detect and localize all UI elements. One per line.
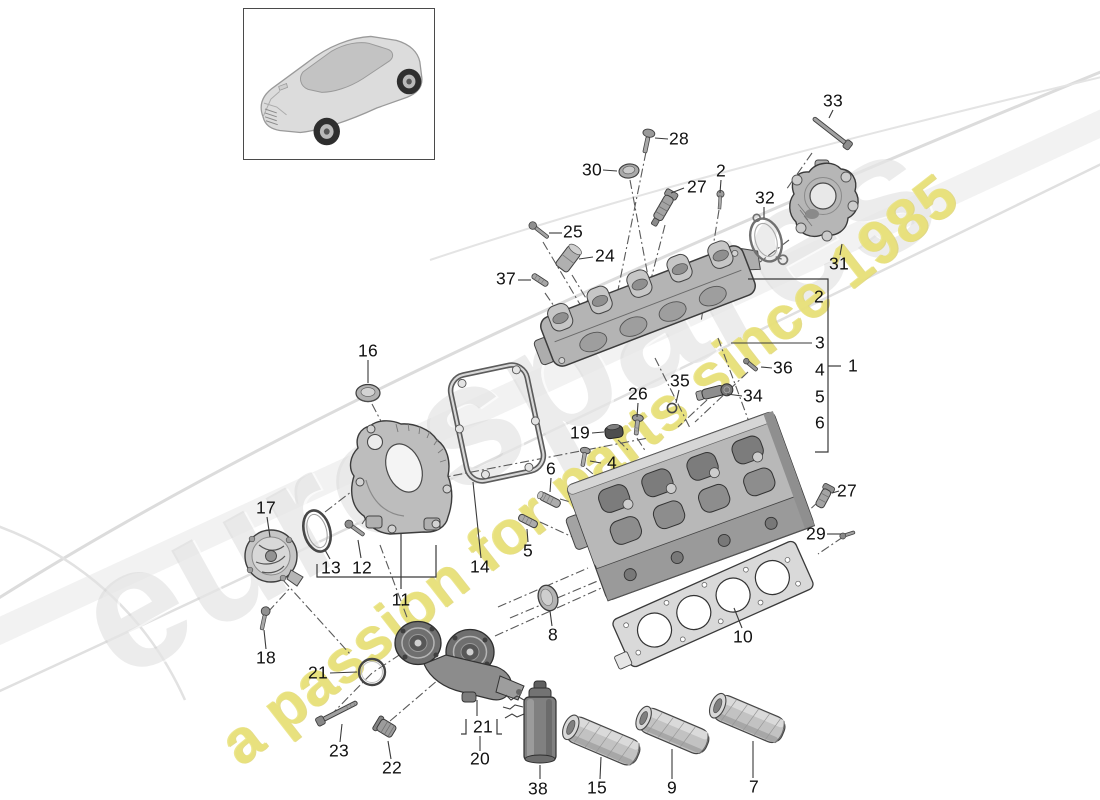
stud-5-left-part (518, 513, 538, 529)
part-callout-33[interactable]: 33 (822, 90, 844, 111)
part-callout-19[interactable]: 19 (569, 422, 591, 443)
part-callout-12[interactable]: 12 (351, 557, 373, 578)
tappet-24-part (555, 243, 582, 273)
bolt-18-part (259, 606, 271, 631)
stud-6-left-part (537, 490, 561, 508)
plug-27-top-part (651, 188, 679, 227)
part-callout-17[interactable]: 17 (255, 497, 277, 518)
grommet-19-part (604, 423, 624, 440)
part-callout-23[interactable]: 23 (328, 740, 350, 761)
leader-lines (263, 109, 843, 780)
part-callout-4-left[interactable]: 4 (606, 452, 618, 473)
part-callout-27-right[interactable]: 27 (836, 480, 858, 501)
cap-16-part (355, 383, 381, 403)
plug-22-part (372, 715, 397, 738)
part-callout-34[interactable]: 34 (742, 385, 764, 406)
o-ring-35-part (666, 402, 678, 414)
part-callout-2-top[interactable]: 2 (715, 160, 727, 181)
cam-control-housing-part (789, 159, 859, 242)
bolt-29-part (839, 530, 856, 540)
part-callout-9[interactable]: 9 (666, 777, 678, 798)
part-callout-1[interactable]: 1 (847, 355, 859, 376)
assembly-sleeve-7-part (708, 692, 786, 744)
part-callout-13[interactable]: 13 (320, 557, 342, 578)
part-callout-6-left[interactable]: 6 (545, 458, 557, 479)
assembly-sleeve-15-part (562, 714, 641, 766)
cam-adjuster-unit-part (394, 620, 525, 703)
seal-plug-8-part (537, 584, 559, 612)
part-callout-29[interactable]: 29 (805, 523, 827, 544)
part-callout-38[interactable]: 38 (527, 778, 549, 799)
part-callout-24[interactable]: 24 (594, 245, 616, 266)
sealing-ring-part (302, 509, 332, 553)
cap-30-part (618, 163, 640, 179)
bolt-12-part (344, 519, 365, 537)
bolt-25-part (528, 221, 549, 239)
bolt-28-part (642, 128, 656, 154)
part-callout-36[interactable]: 36 (772, 357, 794, 378)
stud-37-part (531, 273, 549, 287)
part-callout-32[interactable]: 32 (754, 187, 776, 208)
head-gasket-part (612, 540, 814, 670)
part-callout-31[interactable]: 31 (828, 253, 850, 274)
part-callout-25[interactable]: 25 (562, 221, 584, 242)
part-callout-27-top[interactable]: 27 (686, 176, 708, 197)
part-callout-16[interactable]: 16 (357, 340, 379, 361)
bolt-33-part (812, 116, 853, 151)
part-callout-5-list[interactable]: 5 (814, 386, 826, 407)
cover-gasket-part (447, 362, 547, 484)
cylinder-head-part (565, 410, 816, 602)
part-callout-2-list[interactable]: 2 (813, 286, 825, 307)
part-callout-26[interactable]: 26 (627, 383, 649, 404)
part-callout-7[interactable]: 7 (748, 776, 760, 797)
part-callout-21-left[interactable]: 21 (307, 662, 329, 683)
part-callout-6-list[interactable]: 6 (814, 412, 826, 433)
o-ring-part (357, 657, 387, 687)
part-callout-35[interactable]: 35 (669, 370, 691, 391)
vehicle-thumbnail-box (243, 8, 435, 160)
part-callout-20[interactable]: 20 (469, 748, 491, 769)
part-callout-22[interactable]: 22 (381, 757, 403, 778)
pin-36-part (743, 358, 758, 372)
camshaft-carrier-part (533, 240, 761, 367)
part-callout-3-list[interactable]: 3 (814, 332, 826, 353)
assembly-sleeve-9-part (635, 705, 710, 755)
part-callout-5-left[interactable]: 5 (522, 540, 534, 561)
part-callout-37[interactable]: 37 (495, 268, 517, 289)
part-callout-8[interactable]: 8 (547, 624, 559, 645)
part-callout-21-group[interactable]: 21 (472, 716, 494, 737)
housing-gasket-part (748, 213, 789, 266)
plug-27-right-part (815, 483, 836, 509)
sealant-cartridge-part (502, 680, 557, 764)
part-callout-28[interactable]: 28 (668, 128, 690, 149)
part-callout-15[interactable]: 15 (586, 777, 608, 798)
suv-car-icon (260, 35, 423, 146)
part-callout-18[interactable]: 18 (255, 647, 277, 668)
part-callout-10[interactable]: 10 (732, 626, 754, 647)
part-callout-14[interactable]: 14 (469, 556, 491, 577)
screw-2-top-part (716, 190, 725, 210)
part-callout-4-list[interactable]: 4 (814, 359, 826, 380)
vacuum-pump-part (244, 529, 304, 587)
part-callout-11[interactable]: 11 (391, 589, 411, 610)
timing-cover-part (349, 420, 453, 535)
bolt-4-left-part (579, 446, 591, 467)
bolt-26-part (631, 414, 644, 436)
bracket-lines (316, 278, 841, 735)
sensor-34-part (695, 383, 734, 401)
bolt-23-part (315, 700, 358, 727)
part-callout-30[interactable]: 30 (581, 159, 603, 180)
